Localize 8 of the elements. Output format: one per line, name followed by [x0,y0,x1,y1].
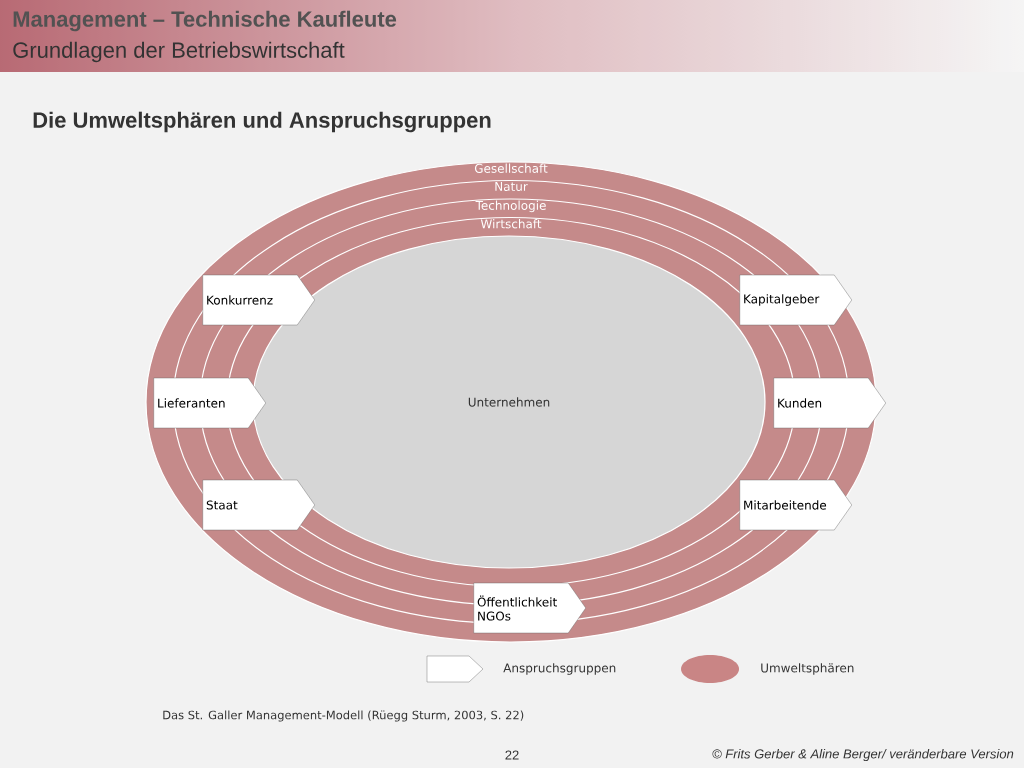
header-subtitle: Grundlagen der Betriebswirtschaft [13,41,345,63]
legend-label: Anspruchsgruppen [503,663,616,675]
slide-heading: Die Umweltsphären und Anspruchsgruppen [33,111,491,133]
source-caption: Das St. Galler Management-Modell (Rüegg Sturm, 2003, S. 22) [163,710,524,722]
page-number: 22 [505,750,519,760]
header-title: Management – Technische Kaufleute [13,10,397,32]
copyright-note: © Frits Gerber & Aline Berger/ veränderbare Version [712,748,1014,762]
legend-label: Umweltsphären [761,663,854,675]
